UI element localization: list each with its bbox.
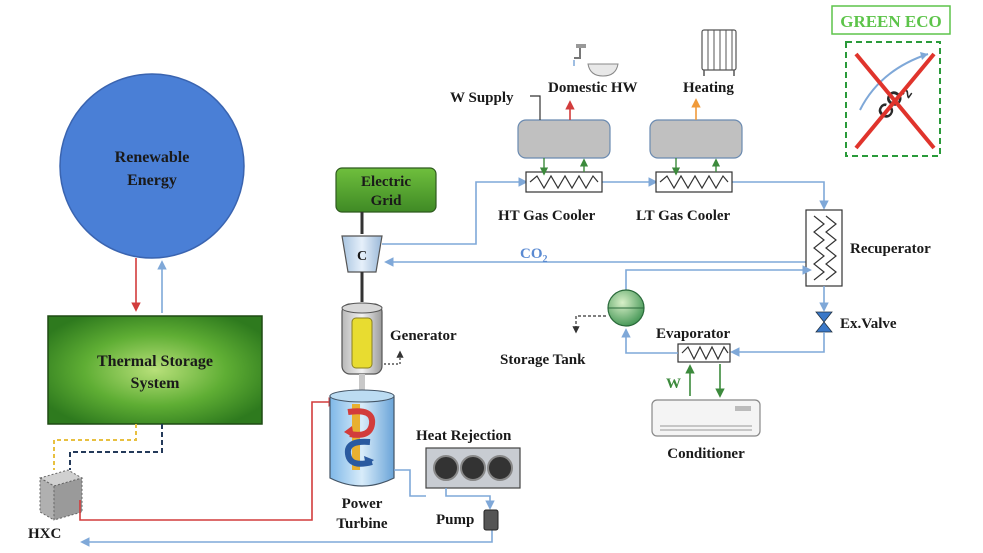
- generator: [341, 302, 383, 375]
- pump-to-hxc-line: [80, 528, 493, 547]
- recuperator-label: Recuperator: [850, 241, 931, 257]
- ht-gas-cooler-label: HT Gas Cooler: [498, 208, 596, 224]
- thermal-storage-node: Thermal Storage System: [47, 315, 263, 425]
- power-turbine-label-2: Turbine: [336, 516, 387, 532]
- compressor: C: [341, 235, 383, 273]
- renewable-energy-label-2: Energy: [127, 172, 177, 189]
- green-eco-label: GREEN ECO: [840, 12, 942, 31]
- hxc-to-turbine-line: [79, 397, 338, 521]
- pump: [483, 509, 499, 531]
- power-turbine-label-1: Power: [342, 496, 383, 512]
- domestic-hw-tank: [517, 119, 611, 159]
- lt-cooler-to-recuperator-line: [732, 181, 829, 210]
- w-label: W: [666, 376, 681, 392]
- recuperator: [805, 209, 843, 287]
- hxc-cube: [38, 469, 84, 521]
- storage-hxc-dashed-navy: [69, 424, 163, 470]
- pump-label: Pump: [436, 512, 474, 528]
- radiator-icon: [701, 29, 737, 76]
- conditioner-label: Conditioner: [667, 446, 745, 462]
- heating-label: Heating: [683, 80, 734, 96]
- tank-output-arrow: [572, 315, 606, 334]
- generator-output-arrow: [384, 350, 404, 365]
- faucet-icon: [573, 44, 619, 77]
- thermal-storage-label-1: Thermal Storage: [97, 353, 213, 370]
- w-supply-line: [530, 95, 541, 120]
- hxc-label: HXC: [28, 526, 61, 542]
- expansion-valve: [815, 311, 833, 333]
- power-turbine: [329, 389, 395, 487]
- evaporator: [677, 343, 731, 363]
- ht-gas-cooler: [525, 171, 603, 193]
- heat-rejection-label: Heat Rejection: [416, 428, 512, 444]
- storage-tank-label: Storage Tank: [500, 352, 586, 368]
- electric-grid-node: Electric Grid: [335, 167, 437, 213]
- tank-to-recuperator-line: [625, 265, 812, 290]
- ex-valve-label: Ex.Valve: [840, 316, 897, 332]
- heat-rejection-unit: [425, 447, 521, 489]
- electric-grid-label-1: Electric: [361, 174, 411, 190]
- compressor-to-ht-cooler-line: [382, 177, 528, 245]
- valve-to-evaporator-line: [730, 332, 825, 357]
- turbine-to-heat-rejection-line: [394, 469, 426, 497]
- renewable-energy-node: Renewable Energy: [59, 73, 245, 259]
- w-supply-label: W Supply: [450, 90, 514, 106]
- co2-label: CO2: [520, 246, 548, 265]
- generator-label: Generator: [390, 328, 457, 344]
- thermal-storage-label-2: System: [131, 375, 181, 392]
- evaporator-to-tank-line: [621, 328, 678, 354]
- electric-grid-label-2: Grid: [371, 193, 402, 209]
- lt-gas-cooler-label: LT Gas Cooler: [636, 208, 731, 224]
- heat-rejection-to-pump-line: [445, 488, 495, 510]
- storage-hxc-dashed-yellow: [53, 424, 137, 470]
- air-conditioner-icon: [651, 399, 761, 437]
- storage-tank: [607, 289, 645, 327]
- renewable-energy-label-1: Renewable: [115, 149, 190, 166]
- evaporator-label: Evaporator: [656, 326, 731, 342]
- lt-gas-cooler: [655, 171, 733, 193]
- green-eco-badge: GREEN ECO CO2: [831, 5, 951, 157]
- heating-tank: [649, 119, 743, 159]
- domestic-hw-label: Domestic HW: [548, 80, 638, 96]
- compressor-label: C: [357, 249, 367, 264]
